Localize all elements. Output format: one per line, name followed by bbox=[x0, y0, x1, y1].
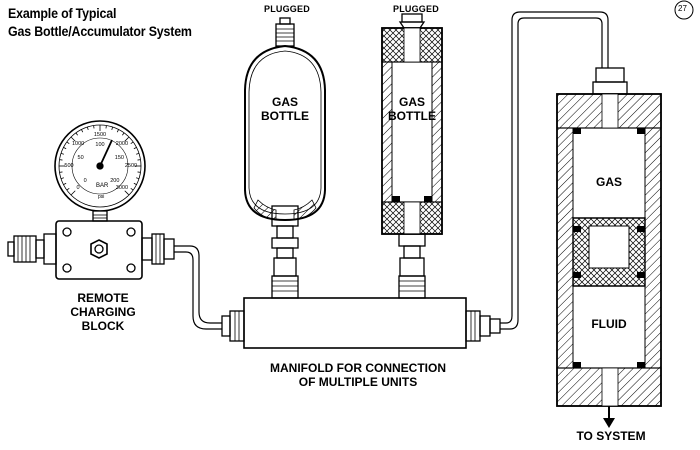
accumulator-fluid-label: FLUID bbox=[591, 317, 627, 331]
gauge-tick bbox=[124, 190, 130, 196]
gauge-tick bbox=[70, 190, 76, 196]
gas-bottle-left-label: GAS BOTTLE bbox=[258, 95, 312, 124]
gauge-tick bbox=[70, 136, 76, 142]
gauge-tick bbox=[136, 177, 140, 180]
gauge-tick bbox=[66, 188, 70, 191]
gas-bottle-left-drawing bbox=[244, 17, 326, 299]
gas-bottle-right-line-1: GAS bbox=[398, 95, 425, 109]
gauge-unit-bar: BAR bbox=[96, 183, 109, 189]
page-number-circle bbox=[674, 0, 694, 20]
gauge-tick bbox=[111, 126, 114, 130]
gauge-needle bbox=[99, 139, 113, 167]
gauge-inner-scale-label: 100 bbox=[95, 141, 105, 148]
to-system-label: TO SYSTEM bbox=[576, 429, 646, 443]
piston-accumulator bbox=[556, 67, 662, 428]
gauge-tick bbox=[81, 129, 84, 133]
gauge-tick bbox=[116, 129, 119, 133]
gauge-tick bbox=[130, 188, 134, 191]
gauge-outer-scale-label: 1000 bbox=[71, 140, 85, 147]
accumulator-gas-label: GAS bbox=[595, 175, 622, 189]
gauge-outer-scale-label: 1500 bbox=[93, 131, 107, 138]
gas-bottle-right-line-2: BOTTLE bbox=[388, 108, 436, 123]
gauge-tick bbox=[133, 182, 137, 185]
plugged-label-right: PLUGGED bbox=[393, 4, 439, 14]
gauge-inner-scale-label: 200 bbox=[110, 177, 120, 184]
gauge-tick bbox=[66, 141, 70, 144]
title-line-1: Example of Typical bbox=[8, 6, 117, 21]
pressure-gauge bbox=[54, 120, 146, 222]
gauge-tick bbox=[130, 141, 134, 144]
gauge-tick bbox=[122, 132, 125, 136]
gauge-unit-psi: psi bbox=[98, 194, 105, 200]
remote-charging-line-1: REMOTE bbox=[77, 291, 129, 305]
gauge-tick bbox=[63, 147, 67, 150]
gauge-outer-scale-label: 2500 bbox=[124, 162, 138, 169]
page-number: 27 bbox=[678, 4, 687, 13]
gauge-tick bbox=[124, 136, 130, 142]
gauge-tick bbox=[60, 177, 64, 180]
gauge-outer-scale-label: 2000 bbox=[115, 140, 129, 147]
gauge-outer-scale-label: 3000 bbox=[115, 184, 129, 191]
gauge-inner-scale-label: 0 bbox=[83, 177, 87, 184]
charging-tube bbox=[174, 245, 222, 330]
gauge-tick bbox=[86, 126, 89, 130]
gauge-tick bbox=[63, 182, 67, 185]
remote-charging-line-2: CHARGING bbox=[70, 304, 136, 319]
gauge-outer-scale-label: 0 bbox=[76, 184, 80, 191]
title-line-2: Gas Bottle/Accumulator System bbox=[8, 24, 192, 39]
gas-bottle-left-line-2: BOTTLE bbox=[261, 108, 309, 123]
gauge-outer-scale-label: 500 bbox=[64, 162, 74, 169]
gauge-tick bbox=[60, 152, 64, 155]
remote-charging-block-label: REMOTE CHARGING BLOCK bbox=[58, 291, 148, 333]
gauge-inner-scale-label: 50 bbox=[77, 154, 84, 161]
accumulator-tube bbox=[500, 11, 609, 330]
gauge-tick bbox=[136, 152, 140, 155]
gas-bottle-left-line-1: GAS bbox=[271, 95, 298, 109]
manifold-line-1: MANIFOLD FOR CONNECTION bbox=[270, 361, 446, 375]
gauge-tick bbox=[133, 147, 137, 150]
manifold-line-2: OF MULTIPLE UNITS bbox=[298, 374, 418, 389]
manifold bbox=[221, 297, 501, 349]
remote-charging-block bbox=[7, 220, 175, 280]
plugged-label-left: PLUGGED bbox=[264, 4, 310, 14]
gauge-tick bbox=[75, 132, 78, 136]
gas-bottle-right-label: GAS BOTTLE bbox=[385, 95, 439, 124]
gas-bottle-right-drawing bbox=[381, 13, 443, 299]
remote-charging-line-3: BLOCK bbox=[81, 318, 125, 333]
gauge-inner-scale-label: 150 bbox=[114, 154, 124, 161]
manifold-label: MANIFOLD FOR CONNECTION OF MULTIPLE UNIT… bbox=[268, 361, 448, 390]
